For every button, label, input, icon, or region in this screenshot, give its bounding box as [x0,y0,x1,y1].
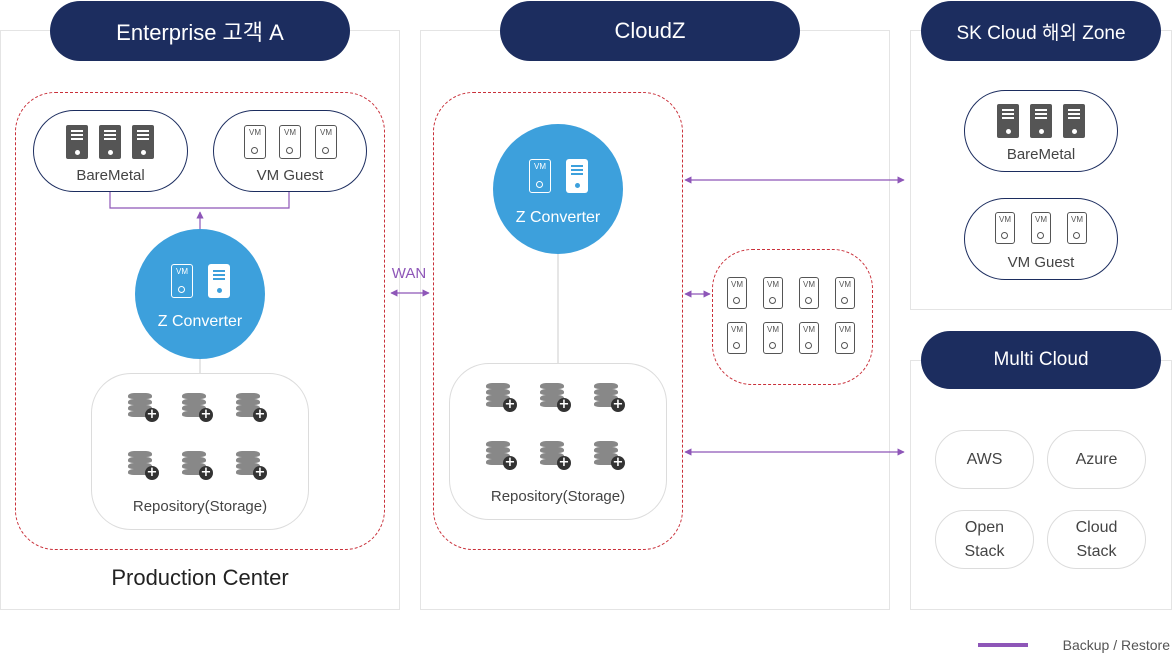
legend-label: Backup / Restore [1062,637,1170,653]
vm-icon: VM [995,212,1015,244]
database-icon: + [594,383,628,417]
vm-icon: VM [835,322,855,354]
database-icon: + [540,383,574,417]
database-icon: + [182,393,216,427]
cloudz-converter-label: Z Converter [515,209,601,226]
vm-tag-label: VM [176,267,188,276]
enterprise-baremetal-label: BareMetal [76,167,145,184]
database-icon: + [128,451,162,485]
enterprise-repository-label: Repository(Storage) [132,498,268,515]
vm-icon: VM [835,277,855,309]
vm-icon: VM [727,322,747,354]
provider-openstack: Open Stack [935,510,1034,569]
vm-icon: VM [799,322,819,354]
vm-icon: VM [315,125,337,159]
skcloud-vmguest-label: VM Guest [1007,254,1075,271]
server-icon [997,104,1019,138]
vm-tag-label: VM [1035,215,1047,224]
server-icon [99,125,121,159]
vm-icon: VM [279,125,301,159]
cloudz-z-converter [493,124,623,254]
vm-tag-label: VM [731,325,743,334]
wan-label: WAN [391,265,427,282]
database-icon: + [486,383,520,417]
database-icon: + [236,451,270,485]
multicloud-title: Multi Cloud [921,331,1161,389]
enterprise-dashed-zone [15,92,385,550]
enterprise-baremetal-group [33,110,188,192]
provider-openstack-line2: Stack [964,542,1005,560]
skcloud-title: SK Cloud 해외 Zone [921,1,1161,61]
vm-pool-dashed-zone [712,249,873,385]
provider-cloudstack: Cloud Stack [1047,510,1146,569]
database-icon: + [128,393,162,427]
database-icon: + [236,393,270,427]
vm-tag-label: VM [767,325,779,334]
vm-icon: VM [727,277,747,309]
vm-icon: VM [763,322,783,354]
vm-tag-label: VM [320,128,332,137]
database-icon: + [182,451,216,485]
provider-aws: AWS [935,430,1034,489]
vm-tag-label: VM [767,280,779,289]
vm-tag-label: VM [249,128,261,137]
enterprise-z-converter [135,229,265,359]
database-icon: + [594,441,628,475]
vm-tag-label: VM [284,128,296,137]
database-icon: + [540,441,574,475]
document-icon [566,159,588,193]
enterprise-title: Enterprise 고객 A [50,1,350,61]
vm-tag-label: VM [803,280,815,289]
vm-tag-label: VM [803,325,815,334]
provider-azure: Azure [1047,430,1146,489]
server-icon [132,125,154,159]
vm-tag-label: VM [534,162,546,171]
vm-icon: VM [244,125,266,159]
vm-tag-label: VM [731,280,743,289]
provider-openstack-line1: Open [964,518,1005,536]
vm-icon: VM [1067,212,1087,244]
enterprise-vmguest-label: VM Guest [256,167,324,184]
vm-tag-label: VM [999,215,1011,224]
server-icon [1030,104,1052,138]
vm-icon: VM [799,277,819,309]
server-icon [1063,104,1085,138]
skcloud-vmguest-group [964,198,1118,280]
vm-icon: VM [1031,212,1051,244]
skcloud-baremetal-label: BareMetal [1006,146,1076,163]
document-icon [208,264,230,298]
vm-tag-label: VM [839,325,851,334]
vm-tag-label: VM [839,280,851,289]
enterprise-converter-label: Z Converter [157,313,243,330]
provider-cloudstack-line1: Cloud [1075,518,1118,536]
cloudz-title: CloudZ [500,1,800,61]
cloudz-repository-label: Repository(Storage) [490,488,626,505]
vm-icon: VM [171,264,193,298]
database-icon: + [486,441,520,475]
provider-aws-line1: AWS [966,450,1003,468]
vm-icon: VM [529,159,551,193]
provider-cloudstack-line2: Stack [1076,542,1117,560]
provider-azure-line1: Azure [1075,450,1118,468]
cloudz-dashed-zone [433,92,683,550]
production-center-label: Production Center [111,565,289,590]
enterprise-bracket-line [109,192,290,209]
vm-tag-label: VM [1071,215,1083,224]
vm-icon: VM [763,277,783,309]
server-icon [66,125,88,159]
